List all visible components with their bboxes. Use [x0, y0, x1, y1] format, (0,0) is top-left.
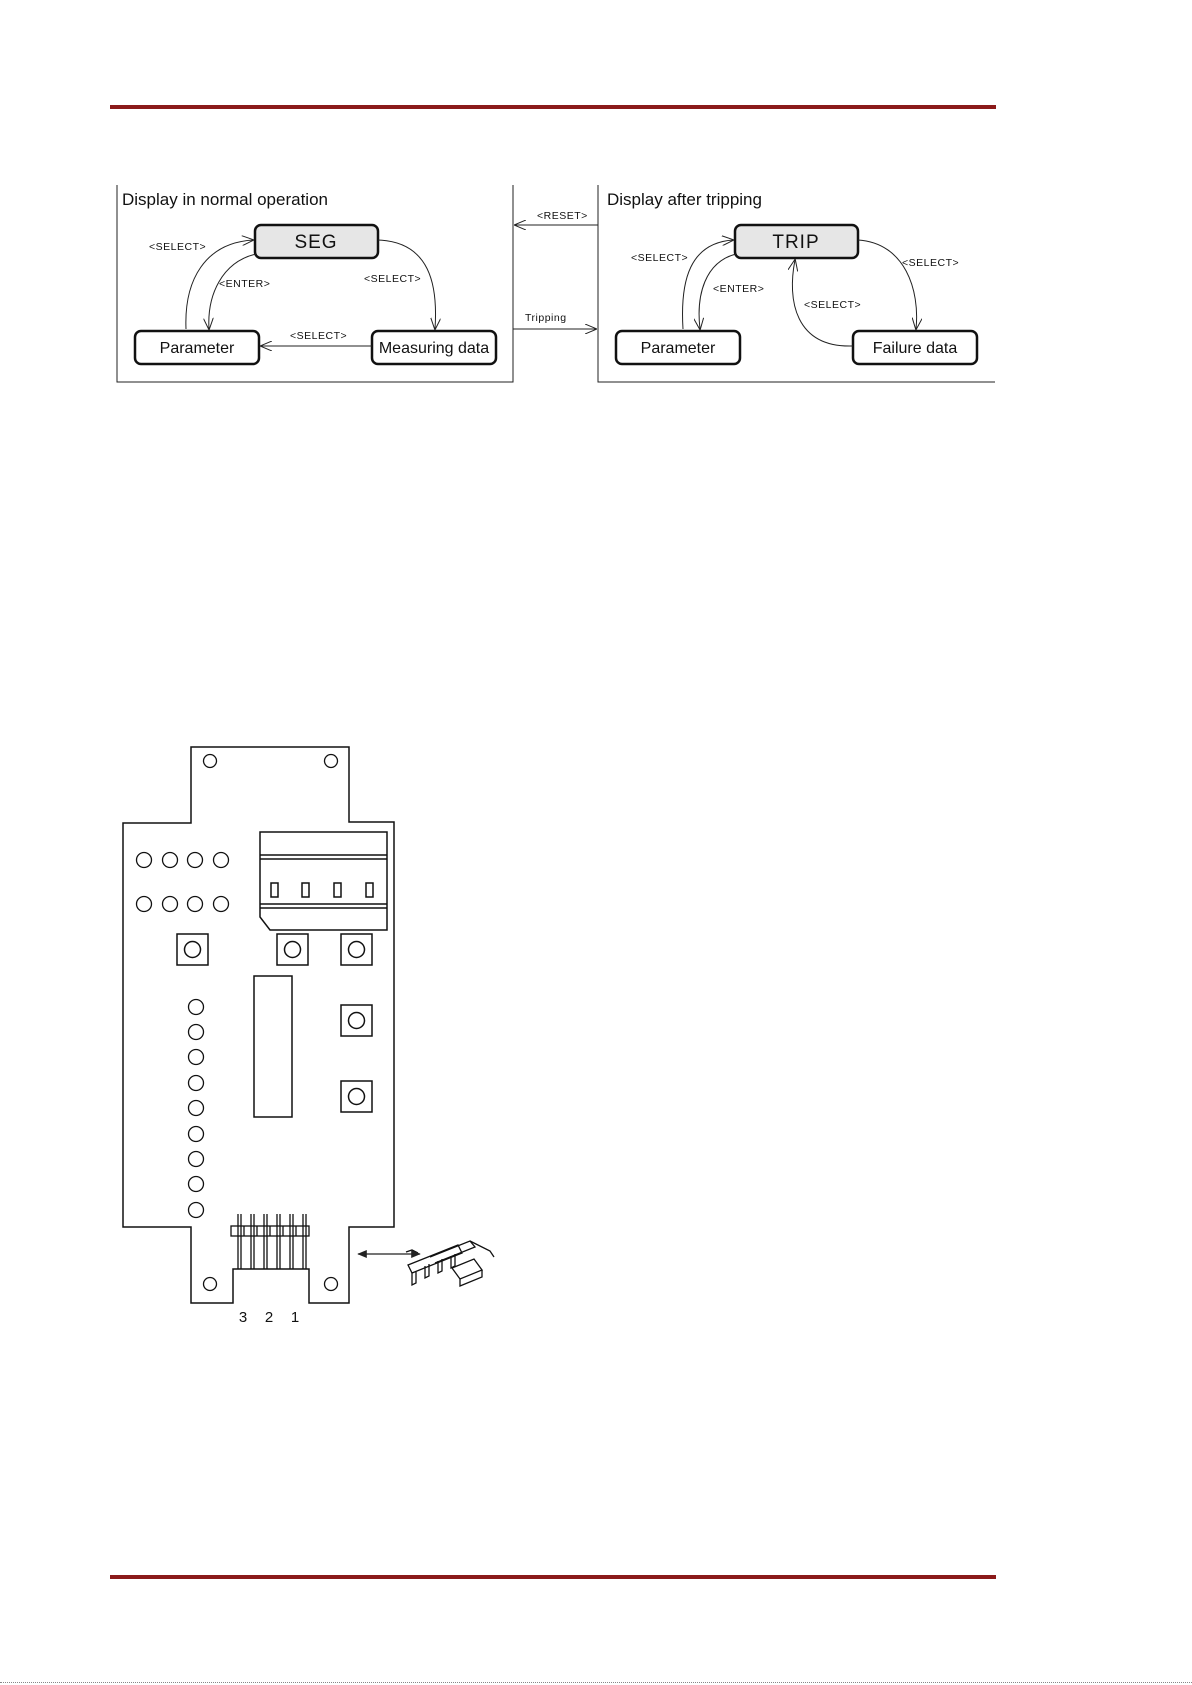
arrow-seg-to-parameter: [209, 254, 256, 329]
pin-label-1: 1: [291, 1309, 299, 1326]
parameter-node-normal: Parameter: [135, 331, 259, 364]
reset-label: <RESET>: [537, 210, 588, 222]
page-bottom-border: [0, 1682, 1192, 1683]
select-label-left-2: <SELECT>: [364, 273, 421, 285]
enter-label-left: <ENTER>: [219, 278, 270, 290]
push-buttons: [177, 934, 372, 1112]
enter-label-right: <ENTER>: [713, 283, 764, 295]
mounting-hole: [204, 1278, 217, 1291]
failure-data-label: Failure data: [873, 340, 958, 357]
tripping-label: Tripping: [525, 312, 567, 324]
select-label-right-2: <SELECT>: [804, 299, 861, 311]
select-label-right-3: <SELECT>: [902, 257, 959, 269]
normal-operation-title: Display in normal operation: [122, 190, 328, 209]
pin-label-2: 2: [265, 1309, 273, 1326]
bottom-rule: [110, 1575, 996, 1579]
failure-data-node: Failure data: [853, 331, 977, 364]
trip-node: TRIP: [735, 225, 858, 258]
seg-node: SEG: [255, 225, 378, 258]
measuring-data-node: Measuring data: [372, 331, 496, 364]
display-flow-diagram: Display in normal operation Display afte…: [0, 0, 1192, 420]
mounting-hole: [325, 755, 338, 768]
select-label-right-1: <SELECT>: [631, 252, 688, 264]
pin-label-3: 3: [239, 1309, 247, 1326]
parameter-node-trip: Parameter: [616, 331, 740, 364]
led-grid: [137, 853, 229, 912]
parameter-label-trip: Parameter: [641, 340, 716, 357]
select-label-left-1: <SELECT>: [149, 241, 206, 253]
board-outline: [123, 747, 394, 1303]
led-column: [189, 1000, 204, 1218]
parameter-label-normal: Parameter: [160, 340, 235, 357]
pin-header: [231, 1214, 309, 1269]
select-label-left-3: <SELECT>: [290, 330, 347, 342]
measuring-data-label: Measuring data: [379, 340, 489, 357]
mounting-hole: [204, 755, 217, 768]
mounting-hole: [325, 1278, 338, 1291]
arrow-trip-to-failure: [858, 240, 917, 329]
seg-label: SEG: [294, 232, 337, 253]
trip-label: TRIP: [772, 232, 819, 253]
after-tripping-title: Display after tripping: [607, 190, 762, 209]
segment-display: [260, 832, 387, 930]
ic-chip: [254, 976, 292, 1117]
jumper-plug: [406, 1241, 494, 1286]
